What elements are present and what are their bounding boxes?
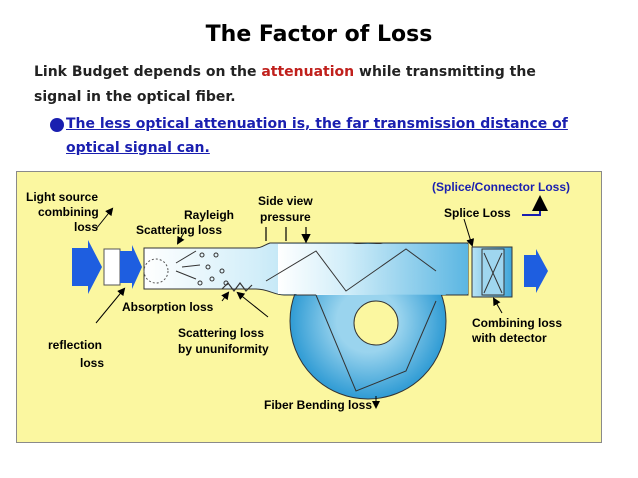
fiber-bending-label: Fiber Bending loss (264, 398, 372, 412)
svg-text:Side view: Side view (258, 194, 313, 208)
intro-line-2: signal in the optical fiber. (34, 89, 236, 105)
bend-loop-center-hole (353, 300, 399, 346)
output-light-arrow-icon (524, 249, 548, 293)
combining-detector-label: Combining loss with detector (471, 316, 562, 345)
svg-text:reflection: reflection (48, 338, 102, 352)
coupling-arrow-icon (120, 245, 142, 289)
svg-text:pressure: pressure (260, 210, 311, 224)
svg-text:Rayleigh: Rayleigh (184, 208, 234, 222)
scattering-ununiformity-label: Scattering loss by ununiformity (178, 326, 269, 356)
fiber-loss-diagram: Light source combining loss Rayleigh Sca… (16, 171, 602, 443)
splice-connector-label: (Splice/Connector Loss) (432, 180, 570, 194)
absorption-label: Absorption loss (122, 300, 214, 314)
reflection-label: reflection loss (48, 338, 104, 370)
svg-text:Scattering loss: Scattering loss (136, 223, 222, 237)
side-view-pressure-label: Side view pressure (258, 194, 313, 224)
slide-title: The Factor of Loss (205, 22, 433, 47)
svg-text:with detector: with detector (471, 331, 547, 345)
light-source-block (103, 248, 121, 286)
bullet-line-2: optical signal can. (66, 140, 210, 156)
rayleigh-label: Rayleigh Scattering loss (136, 208, 234, 237)
bullet-dot-icon (50, 118, 64, 132)
svg-text:Scattering loss: Scattering loss (178, 326, 264, 340)
splice-loss-label: Splice Loss (444, 206, 511, 220)
bullet-line-1: The less optical attenuation is, the far… (66, 116, 568, 132)
light-source-label: Light source combining loss (26, 190, 99, 234)
intro-line-1: Link Budget depends on the attenuation w… (34, 64, 536, 80)
svg-text:combining: combining (38, 205, 99, 219)
svg-text:by ununiformity: by ununiformity (178, 342, 269, 356)
attenuation-highlight: attenuation (261, 64, 355, 80)
intro-line-1-pre: Link Budget depends on the (34, 64, 262, 80)
input-light-arrow-icon (72, 240, 102, 294)
svg-text:Light source: Light source (26, 190, 98, 204)
intro-line-1-post: while transmitting the (354, 64, 536, 80)
svg-text:Combining loss: Combining loss (472, 316, 562, 330)
svg-text:loss: loss (74, 220, 98, 234)
svg-text:loss: loss (80, 356, 104, 370)
